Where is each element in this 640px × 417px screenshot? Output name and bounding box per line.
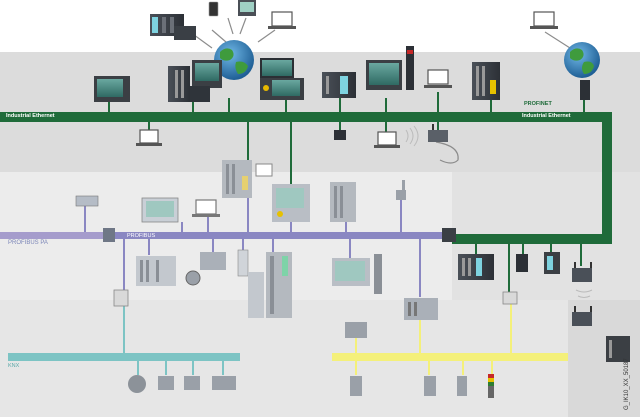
knx-bus	[8, 306, 240, 375]
yellow-trunk	[332, 353, 568, 361]
io-module-icon	[200, 252, 226, 270]
knx-label: KNX	[8, 363, 20, 369]
profibus-coupler-left	[103, 228, 115, 242]
mobile-icon	[208, 1, 219, 17]
knx-coupler	[113, 289, 129, 307]
ethernet-right-vertical	[602, 112, 612, 244]
sensor-icon	[396, 180, 406, 200]
field-level-devices	[75, 160, 630, 362]
plc-icon	[472, 62, 500, 100]
knx-sensor-icon	[128, 375, 146, 393]
yellow-coupler	[502, 291, 518, 305]
signal-tower-icon	[488, 374, 494, 398]
io-module-icon	[457, 376, 467, 396]
plc-icon	[458, 254, 494, 280]
figure-code: G_IK10_XX_50187	[624, 358, 630, 410]
io-module-icon	[136, 256, 176, 286]
plc-icon	[222, 160, 273, 198]
laptop-icon	[374, 131, 400, 148]
panel-icon	[94, 76, 130, 102]
panel-icon	[272, 184, 310, 222]
wireless-access-point-icon	[428, 124, 448, 142]
drive-icon	[237, 249, 249, 277]
knx-trunk	[8, 353, 240, 361]
plc-icon	[168, 60, 222, 102]
panel-icon	[260, 58, 304, 100]
yellow-bus	[332, 304, 568, 375]
panel-icon	[366, 46, 414, 90]
io-module-icon	[404, 298, 438, 320]
ethernet-level-devices	[94, 46, 590, 148]
switch-icon	[334, 130, 346, 140]
plc-icon	[544, 252, 560, 274]
remote-devices	[150, 0, 558, 40]
laptop-icon	[268, 11, 296, 29]
bus-couplers	[103, 228, 518, 307]
panel-icon	[174, 26, 196, 40]
laptop-icon	[530, 11, 558, 29]
knx-device-icon	[212, 376, 236, 390]
laptop-icon	[192, 199, 220, 217]
knx-device-icon	[184, 376, 200, 390]
profibus-pa-segment	[0, 232, 105, 239]
io-module-icon	[75, 195, 99, 207]
profibus-dp-segment	[105, 232, 452, 239]
globe-icon	[214, 40, 254, 80]
panel-icon	[238, 0, 256, 16]
io-module-icon	[345, 322, 367, 338]
knx-device-icon	[158, 376, 174, 390]
industrial-ethernet-label-left: Industrial Ethernet	[6, 113, 55, 119]
industrial-ethernet-label-right: Industrial Ethernet	[522, 113, 571, 119]
wireless-signal-icon	[575, 289, 593, 298]
profibus-bus	[0, 198, 452, 297]
profibus-label: PROFIBUS	[127, 233, 156, 239]
io-module-icon	[424, 376, 436, 396]
drive-icon	[248, 252, 292, 318]
profibus-pa-label: PROFIBUS PA	[8, 240, 48, 246]
laptop-icon	[424, 69, 452, 88]
wireless-access-point-icon	[572, 306, 592, 326]
wireless-signal-icon	[405, 125, 419, 147]
wireless-access-point-icon	[572, 262, 592, 282]
switch-icon	[516, 254, 528, 272]
globe-icon	[564, 42, 600, 78]
building-level-devices	[128, 322, 494, 398]
ethernet-trunk	[0, 112, 612, 122]
profibus-coupler-right	[442, 228, 456, 242]
laptop-icon	[136, 129, 162, 146]
motor-icon	[185, 270, 201, 286]
panel-icon	[141, 197, 179, 223]
plc-icon	[322, 72, 356, 98]
plc-icon	[580, 80, 590, 100]
plc-icon	[606, 336, 630, 362]
profinet-label: PROFINET	[524, 101, 552, 107]
panel-icon	[332, 254, 382, 294]
plc-icon	[330, 182, 356, 222]
io-module-icon	[350, 376, 362, 396]
ethernet-bottom-return	[452, 234, 612, 244]
